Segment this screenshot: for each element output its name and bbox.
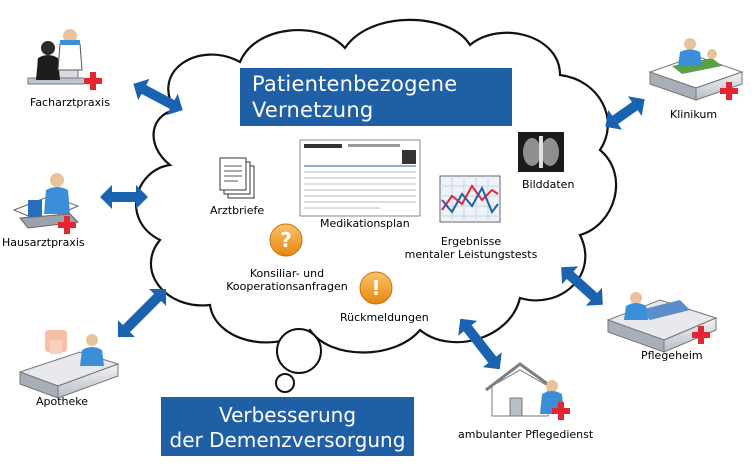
medikationsplan-document <box>299 139 421 217</box>
cloud-bubble-large <box>276 328 322 374</box>
question-icon <box>269 223 303 257</box>
label-ergebnisse-line1: Ergebnisse <box>440 235 502 248</box>
label-ambulanter-pflegedienst: ambulanter Pflegedienst <box>458 428 594 441</box>
arrow-klinikum <box>605 96 645 130</box>
title-top-line1: Patientenbezogene <box>252 72 458 96</box>
cloud-bubble-small <box>275 373 295 393</box>
label-konsiliar: Konsiliar- und Kooperationsanfragen <box>222 267 352 293</box>
arrow-facharztpraxis <box>133 78 183 116</box>
title-bottom-line1: Verbesserung <box>218 403 357 427</box>
label-rueckmeldungen: Rückmeldungen <box>340 311 429 324</box>
facharztpraxis-illustration <box>27 29 102 90</box>
arrow-ambulanter-pflegedienst <box>458 318 502 370</box>
title-patient-networking: Patientenbezogene Vernetzung <box>240 68 512 126</box>
label-apotheke: Apotheke <box>36 395 89 408</box>
exclamation-glyph: ! <box>371 276 381 300</box>
title-dementia-care: Verbesserung der Demenzversorgung <box>161 397 414 456</box>
label-facharztpraxis: Facharztpraxis <box>30 96 110 109</box>
connection-arrows <box>100 78 645 370</box>
arztbriefe-icon <box>219 157 255 199</box>
label-hausarztpraxis: Hausarztpraxis <box>2 236 85 249</box>
title-top-line2: Vernetzung <box>252 98 374 122</box>
label-konsiliar-line2: Kooperationsanfragen <box>226 280 348 293</box>
label-bilddaten: Bilddaten <box>522 178 575 191</box>
apotheke-illustration <box>18 330 120 399</box>
exclamation-icon <box>359 271 393 305</box>
xray-image <box>518 132 564 172</box>
label-klinikum: Klinikum <box>670 108 718 121</box>
arrow-pflegeheim <box>561 266 603 306</box>
ambulanter-pflegedienst-illustration <box>485 362 570 420</box>
question-glyph: ? <box>280 228 292 252</box>
arrow-hausarztpraxis <box>100 185 148 209</box>
pflegeheim-illustration <box>606 292 718 353</box>
label-konsiliar-line1: Konsiliar- und <box>249 267 325 280</box>
label-medikationsplan: Medikationsplan <box>320 217 410 230</box>
label-pflegeheim: Pflegeheim <box>641 349 703 362</box>
label-ergebnisse: Ergebnisse mentaler Leistungstests <box>398 235 544 261</box>
ergebnisse-chart-icon <box>439 175 501 223</box>
label-arztbriefe: Arztbriefe <box>210 204 265 217</box>
hausarztpraxis-illustration <box>12 173 80 234</box>
title-bottom-line2: der Demenzversorgung <box>169 428 406 452</box>
arrow-apotheke <box>117 288 167 338</box>
label-ergebnisse-line2: mentaler Leistungstests <box>404 248 538 261</box>
klinikum-illustration <box>648 38 744 101</box>
